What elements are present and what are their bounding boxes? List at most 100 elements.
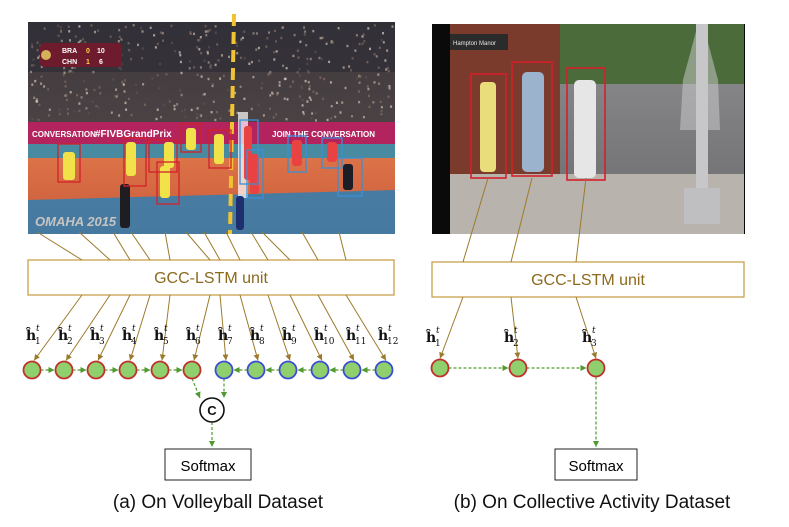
team2-points: 6 [99, 59, 103, 66]
player-red-2 [126, 142, 136, 176]
spectator-dot [207, 61, 210, 64]
spectator-dot [37, 56, 40, 59]
spectator-dot [36, 41, 39, 44]
spectator-dot [269, 94, 272, 97]
spectator-dot [299, 74, 301, 77]
player-bounding-boxes [57, 119, 363, 205]
spectator-dot [257, 103, 260, 107]
pole-base [684, 188, 720, 224]
bbox-blue-1 [239, 119, 259, 185]
spectator-dot [330, 41, 333, 44]
spectator-dot [180, 93, 183, 97]
spectator-dot [35, 100, 38, 103]
team1-name: BRA [62, 48, 77, 55]
spectator-dot [188, 67, 191, 70]
spectator-dot [59, 26, 62, 29]
spectator-dot [193, 32, 195, 36]
spectator-dot [79, 39, 82, 43]
spectator-dot [320, 57, 323, 61]
spectator-dot [308, 96, 311, 99]
spectator-dot [112, 78, 115, 81]
court-free-zone [28, 190, 395, 234]
softmax-box-a [164, 448, 252, 481]
h-superscript-label: t [356, 324, 360, 334]
spectator-dot [322, 97, 324, 101]
spectator-dot [300, 86, 303, 90]
spectator-dot [160, 115, 163, 119]
h-superscript-label: t [514, 326, 518, 336]
hidden-state-node [586, 358, 606, 378]
spectator-dot [306, 100, 309, 103]
h-subscript-label: 2 [513, 339, 519, 349]
h-symbol-label: ĥ [377, 326, 388, 344]
spectator-dot [380, 113, 383, 116]
spectator-dot [141, 47, 144, 50]
spectator-dot [241, 36, 244, 40]
scoreboard-panel [40, 43, 122, 67]
h-subscript-label: 3 [99, 337, 105, 347]
spectator-dot [363, 40, 366, 43]
pedestrian-3 [574, 80, 596, 178]
spectator-dot [30, 70, 32, 74]
spectator-dot [373, 24, 376, 27]
spectator-dot [273, 58, 276, 61]
spectator-dot [281, 26, 284, 29]
spectator-dot [208, 29, 211, 32]
spectator-dot [289, 85, 292, 88]
spectator-dot [273, 29, 276, 33]
spectator-dot [350, 69, 353, 72]
spectator-dot [280, 36, 283, 40]
spectator-dot [348, 65, 351, 68]
hidden-state-node [508, 358, 528, 378]
spectator-dot [286, 98, 289, 101]
spectator-dot [37, 118, 40, 121]
spectator-dot [156, 108, 159, 111]
spectator-dot [265, 45, 268, 48]
spectator-dot [386, 49, 389, 52]
spectator-dot [298, 95, 301, 98]
spectator-dot [380, 106, 383, 109]
spectator-dot [358, 100, 361, 104]
spectator-dot [270, 72, 273, 75]
spectator-dot [168, 100, 171, 103]
spectator-dot [226, 88, 229, 92]
h-symbol-label: ĥ [57, 326, 68, 344]
spectator-dot [391, 25, 394, 28]
spectator-dot [189, 32, 192, 35]
photo-to-unit-line [301, 231, 319, 261]
spectator-dot [214, 63, 217, 67]
photo-to-unit-line [164, 231, 171, 261]
spectator-dot [323, 77, 326, 81]
to-concat-arrow [191, 378, 201, 399]
spectator-dot [368, 94, 370, 98]
h-symbol-label: ĥ [581, 328, 592, 346]
spectator-dot [179, 60, 182, 64]
spectator-dot [267, 72, 270, 76]
bbox-red-3 [156, 161, 180, 205]
spectator-dot [38, 55, 41, 58]
spectator-dot [250, 107, 253, 111]
spectator-dot [202, 93, 205, 96]
spectator-dot [159, 62, 162, 66]
h-symbol-label: ĥ [425, 328, 436, 346]
caption-a: (a) On Volleyball Dataset [113, 492, 324, 513]
spectator-dot [156, 42, 159, 46]
spectator-dot [67, 112, 69, 115]
spectator-dot [94, 30, 96, 34]
unit-to-node-arrow [219, 294, 229, 361]
spectator-dot [56, 24, 59, 27]
spectator-dot [137, 43, 139, 47]
spectator-dot [142, 83, 145, 86]
spectator-dot [217, 59, 220, 62]
spectator-dot [196, 107, 199, 110]
h-superscript-label: t [196, 324, 200, 334]
pedestrian-2 [522, 72, 544, 172]
spectator-dot [184, 108, 186, 111]
hidden-state-node-blue [374, 360, 394, 380]
spectator-dot [377, 73, 380, 76]
h-subscript-label: 2 [67, 337, 73, 347]
spectator-dot [315, 92, 318, 95]
spectator-dot [252, 75, 255, 79]
spectator-dot [119, 67, 122, 71]
